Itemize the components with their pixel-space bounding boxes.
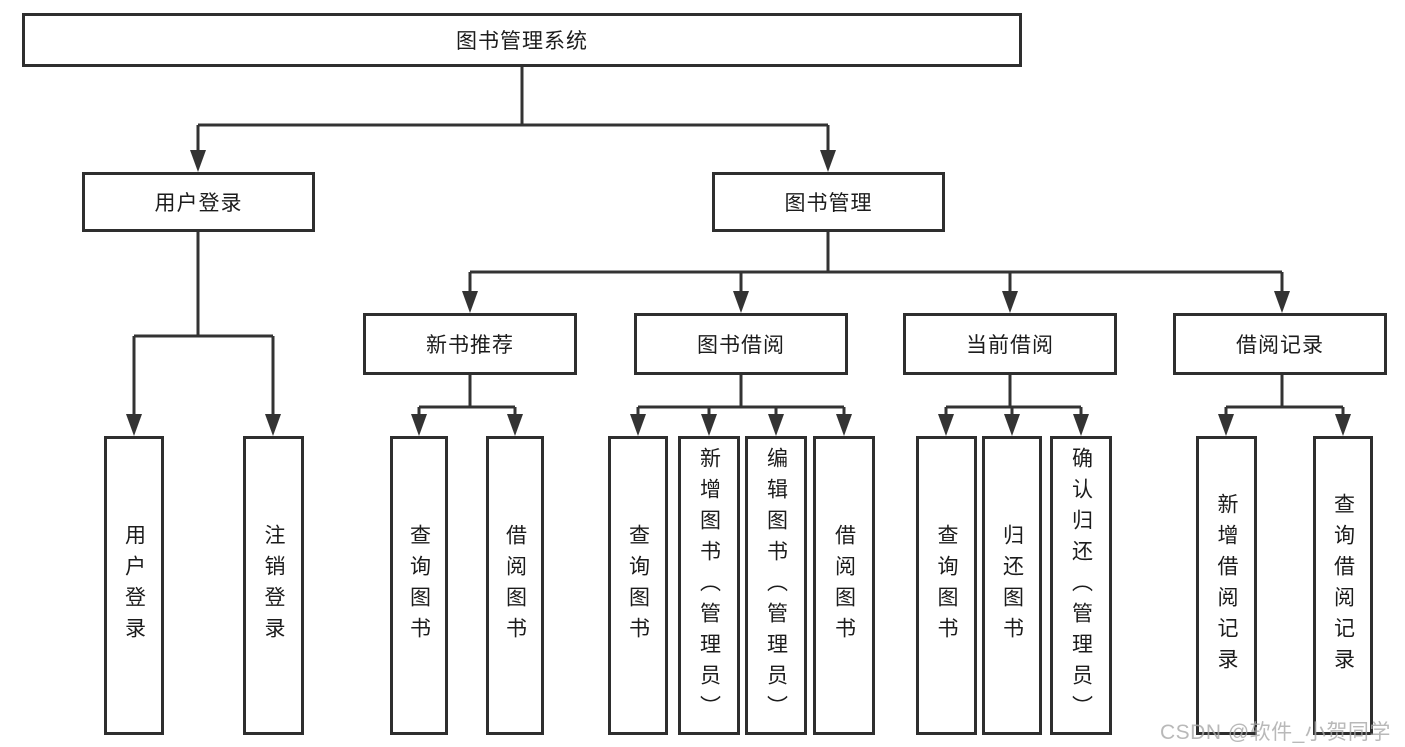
leaf-return-book: 归还图书: [982, 436, 1042, 735]
node-root-system: 图书管理系统: [22, 13, 1022, 67]
leaf-add-borrow-record: 新增借阅记录: [1196, 436, 1257, 735]
node-book-borrow: 图书借阅: [634, 313, 848, 375]
leaf-query-book-borrow: 查询图书: [608, 436, 668, 735]
leaf-add-book-admin: 新增图书（管理员）: [678, 436, 740, 735]
leaf-confirm-return-admin: 确认归还（管理员）: [1050, 436, 1112, 735]
leaf-logout-login: 注销登录: [243, 436, 304, 735]
leaf-user-login: 用户登录: [104, 436, 164, 735]
node-new-book-recommend: 新书推荐: [363, 313, 577, 375]
leaf-borrow-book-recommend: 借阅图书: [486, 436, 544, 735]
node-borrow-record: 借阅记录: [1173, 313, 1387, 375]
node-current-borrow: 当前借阅: [903, 313, 1117, 375]
leaf-query-book-current: 查询图书: [916, 436, 977, 735]
node-book-management: 图书管理: [712, 172, 945, 232]
leaf-borrow-book: 借阅图书: [813, 436, 875, 735]
csdn-watermark: CSDN @软件_小贺同学: [1160, 721, 1391, 744]
leaf-query-book-recommend: 查询图书: [390, 436, 448, 735]
leaf-edit-book-admin: 编辑图书（管理员）: [745, 436, 807, 735]
leaf-query-borrow-record: 查询借阅记录: [1313, 436, 1373, 735]
node-user-login: 用户登录: [82, 172, 315, 232]
